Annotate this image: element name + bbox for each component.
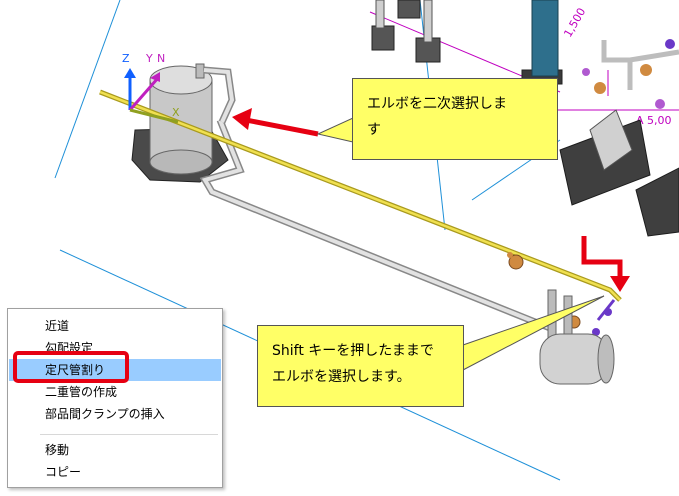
callout-top-tail (316, 117, 354, 143)
menu-item-fixed-length-pipe-split[interactable]: 定尺管割り (9, 359, 221, 381)
callout-bottom-line1: Shift キーを押したままで (272, 343, 434, 359)
callout-top-line2: す (367, 122, 381, 138)
callout-secondary-select-elbow: エルボを二次選択しま す (352, 78, 558, 160)
callout-bottom-line2: エルボを選択します。 (272, 369, 411, 385)
dimension-label-1: 1,500 (561, 6, 588, 40)
context-menu: 近道 勾配設定 定尺管割り 二重管の作成 部品間クランプの挿入 移動 コピー (7, 308, 223, 488)
red-arrow-down (581, 236, 623, 280)
equipment-bases-top (371, 0, 563, 85)
menu-item-insert-clamp-between-parts[interactable]: 部品間クランプの挿入 (45, 407, 165, 421)
axis-label-x: X (172, 106, 180, 119)
pipe-valves (507, 252, 616, 336)
menu-item-move[interactable]: 移動 (45, 443, 70, 457)
pumps-right (559, 39, 679, 237)
callout-shift-select-elbow: Shift キーを押したままで エルボを選択します。 (257, 325, 464, 407)
menu-item-shortcut[interactable]: 近道 (45, 319, 70, 333)
callout-top-line1: エルボを二次選択しま (367, 96, 507, 112)
vertical-vessel (131, 63, 229, 183)
red-arrow-down-head (610, 276, 630, 292)
red-arrow-left (232, 108, 319, 137)
menu-item-create-double-pipe[interactable]: 二重管の作成 (45, 385, 118, 399)
axis-gizmo: Z Y N X (122, 52, 180, 124)
axis-label-z: Z (122, 52, 130, 65)
axis-label-n: N (157, 52, 165, 65)
menu-item-copy[interactable]: コピー (45, 465, 82, 479)
dimension-label-2: A 5,00 (636, 114, 672, 127)
highlight-box-red (13, 351, 129, 383)
menu-separator (40, 434, 218, 435)
axis-label-y: Y (145, 52, 153, 65)
horizontal-tank (539, 289, 615, 385)
